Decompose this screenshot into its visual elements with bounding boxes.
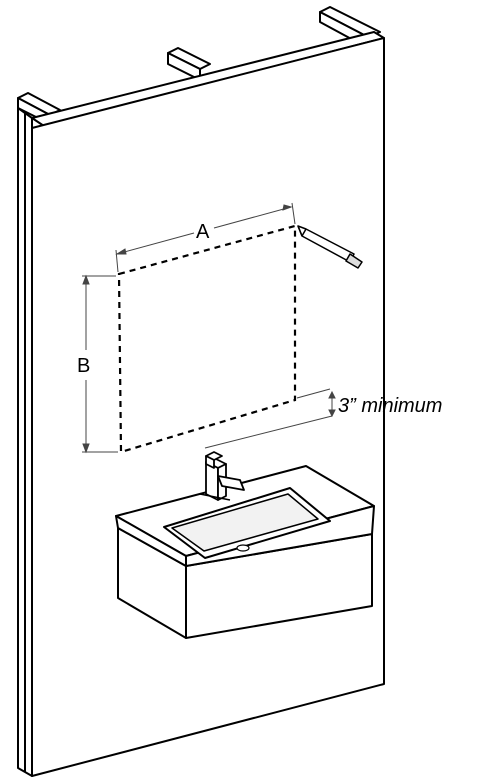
wall-panel-edge — [17, 31, 385, 777]
faucet-icon — [199, 451, 245, 501]
wall-studs — [17, 6, 381, 125]
wall-panel — [31, 37, 385, 777]
vanity-cabinet — [115, 465, 375, 639]
dimension-b-label: B — [77, 355, 90, 377]
dimension-a — [115, 202, 296, 273]
pencil-icon — [297, 225, 363, 269]
dimension-clearance — [204, 388, 336, 449]
dimension-b — [82, 274, 118, 454]
dimension-a-label: A — [196, 221, 210, 243]
clearance-label: 3” minimum — [338, 395, 442, 417]
mirror-outline — [117, 224, 297, 454]
